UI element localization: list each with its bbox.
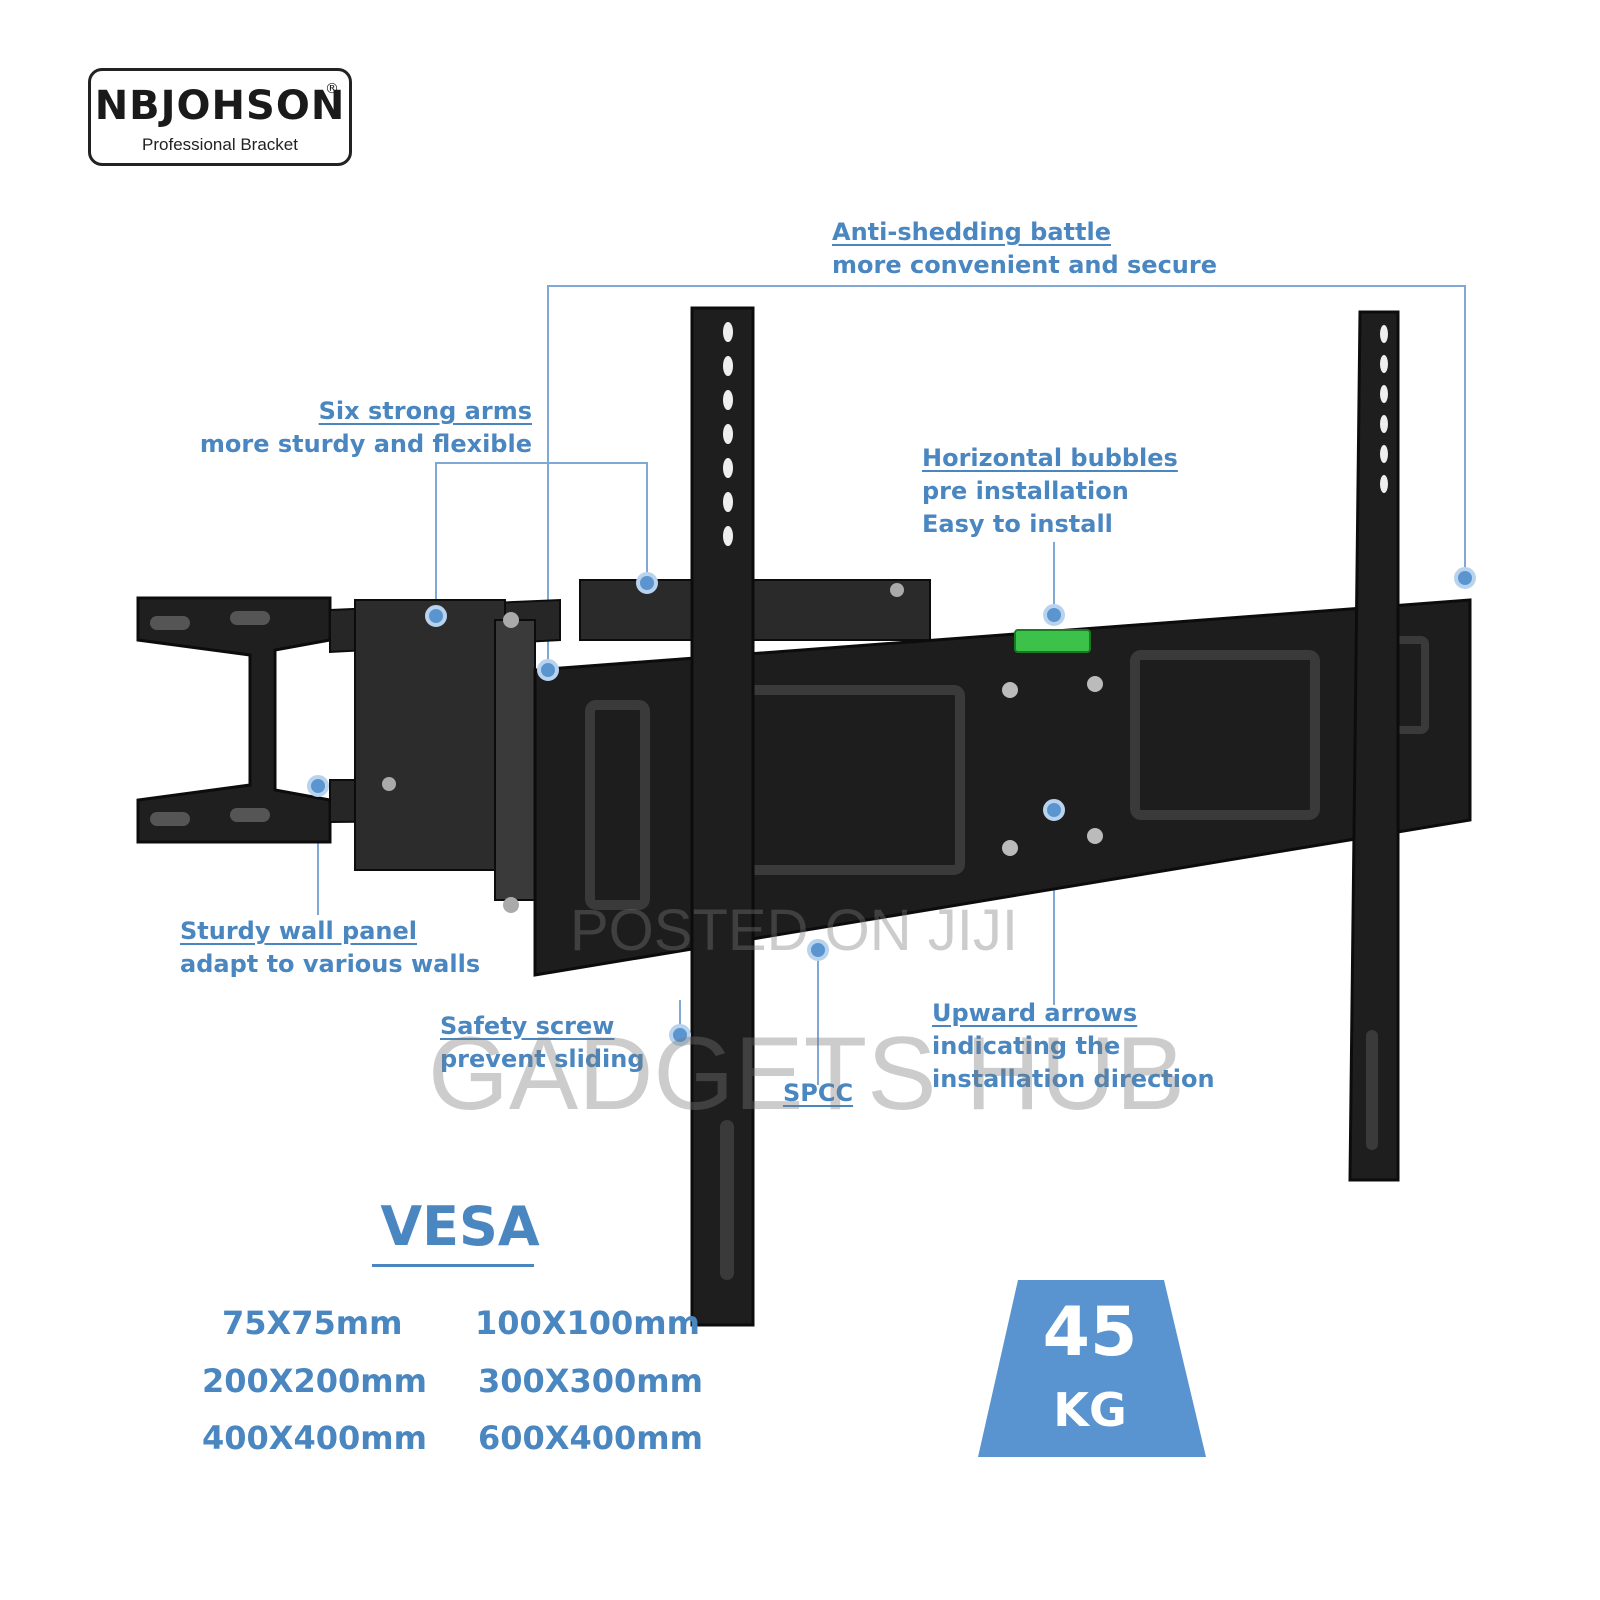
vesa-size: 200X200mm (202, 1362, 427, 1400)
callout-six-arms: Six strong arms more sturdy and flexible (199, 397, 532, 458)
brand-name: NBJOHSON (94, 83, 346, 129)
registered-mark: ® (325, 81, 339, 97)
load-capacity-badge (978, 1280, 1206, 1457)
load-capacity-unit: KG (1053, 1383, 1127, 1437)
watermark-posted: POSTED ON JIJI (570, 898, 1018, 963)
vesa-size: 300X300mm (478, 1362, 703, 1400)
callout-wall-panel: Sturdy wall panel adapt to various walls (180, 917, 481, 978)
load-capacity-value: 45 (1042, 1293, 1138, 1372)
vesa-underline (372, 1264, 534, 1267)
wall-panel (136, 596, 332, 844)
watermark-store: GADGETS HUB (428, 1016, 1185, 1132)
callout-horizontal-bubbles: Horizontal bubbles pre installation Easy… (922, 444, 1178, 538)
vesa-size: 400X400mm (202, 1419, 427, 1457)
vertical-arm-right (1348, 310, 1400, 1182)
callout-anti-shedding: Anti-shedding battle more convenient and… (832, 218, 1217, 279)
vesa-size: 100X100mm (475, 1304, 700, 1342)
callout-upward-arrows: Upward arrows indicating the installatio… (932, 999, 1215, 1093)
brand-tagline: Professional Bracket (142, 135, 298, 154)
vesa-title: VESA (380, 1195, 540, 1258)
brand-logo: NBJOHSON ® Professional Bracket (88, 68, 352, 166)
vertical-arm-left (690, 306, 755, 1327)
horizontal-rail (533, 598, 1472, 977)
callout-spcc: SPCC (783, 1079, 854, 1107)
bubble-level-icon (1014, 629, 1091, 653)
callout-dots (307, 567, 1476, 1046)
vesa-size: 600X400mm (478, 1419, 703, 1457)
vesa-size: 75X75mm (222, 1304, 403, 1342)
callout-safety-screw: Safety screw prevent sliding (440, 1012, 645, 1073)
